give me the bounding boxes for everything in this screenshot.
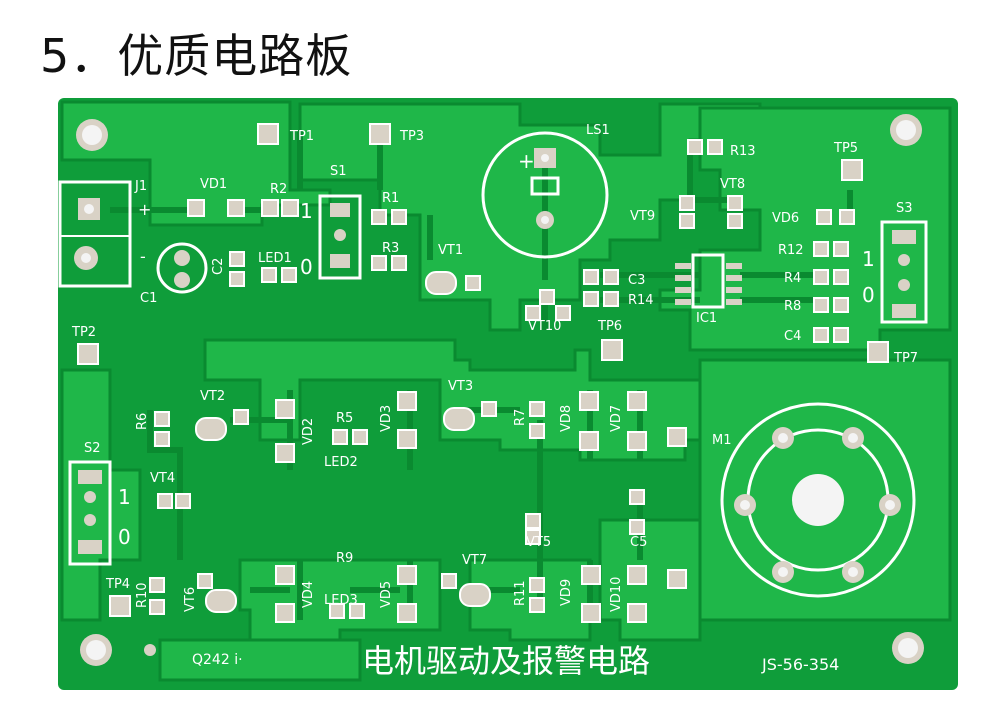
label-r2: R2 <box>270 182 287 197</box>
label-tp7: TP7 <box>893 351 918 366</box>
label-r11: R11 <box>513 580 528 606</box>
label-tp2: TP2 <box>71 325 96 340</box>
label-r8: R8 <box>784 299 801 314</box>
label-vt8: VT8 <box>720 177 745 192</box>
label-s1: S1 <box>330 164 347 179</box>
label-vd6: VD6 <box>772 211 799 226</box>
label-vt7: VT7 <box>462 553 487 568</box>
label-r10: R10 <box>135 582 150 608</box>
mark-s2-zero: 0 <box>118 525 131 549</box>
board-batch: Q242 i· <box>192 652 243 668</box>
label-led2: LED2 <box>324 455 358 470</box>
label-vt4: VT4 <box>150 471 175 486</box>
label-c2: C2 <box>211 258 226 275</box>
label-tp1: TP1 <box>289 129 314 144</box>
mark-s1-zero: 0 <box>300 255 313 279</box>
label-r13: R13 <box>730 144 756 159</box>
label-vt2: VT2 <box>200 389 225 404</box>
label-s2: S2 <box>84 441 101 456</box>
via-hole <box>144 644 156 656</box>
label-r4: R4 <box>784 271 801 286</box>
diode-pads <box>275 391 647 623</box>
label-r1: R1 <box>382 191 399 206</box>
label-c5: C5 <box>630 535 647 550</box>
m1-motor <box>720 402 916 598</box>
c1-capacitor <box>156 242 208 294</box>
label-vd9: VD9 <box>559 579 574 606</box>
label-tp3: TP3 <box>399 129 424 144</box>
switch-pins <box>78 203 916 554</box>
mark-s2-one: 1 <box>118 485 131 509</box>
label-r7: R7 <box>513 409 528 426</box>
test-points <box>77 123 889 617</box>
label-vd2: VD2 <box>301 418 316 445</box>
label-tp5: TP5 <box>833 141 858 156</box>
page-heading: 5．优质电路板 <box>40 29 353 83</box>
switches <box>68 194 928 566</box>
mark-ls1-plus: + <box>518 149 535 173</box>
label-vt6: VT6 <box>183 587 198 612</box>
mark-j1-plus: + <box>138 200 151 219</box>
mark-s3-zero: 0 <box>862 283 875 307</box>
ic1-chip <box>675 253 742 309</box>
label-vt10: VT10 <box>528 319 561 334</box>
label-r6: R6 <box>135 413 150 430</box>
label-tp4: TP4 <box>105 577 130 592</box>
silkscreen-labels: J1 VD1 R2 S1 TP1 TP3 R1 R3 LED1 C1 C2 VT… <box>71 123 918 612</box>
label-vt5: VT5 <box>526 535 551 550</box>
j1-connector <box>58 180 132 288</box>
label-j1: J1 <box>134 179 147 194</box>
label-led1: LED1 <box>258 251 292 266</box>
label-s3: S3 <box>896 201 913 216</box>
label-c3: C3 <box>628 273 645 288</box>
label-ls1: LS1 <box>586 123 610 138</box>
mounting-holes <box>76 114 924 666</box>
label-vt1: VT1 <box>438 243 463 258</box>
label-vd5: VD5 <box>379 581 394 608</box>
label-r5: R5 <box>336 411 353 426</box>
label-vt9: VT9 <box>630 209 655 224</box>
label-c4: C4 <box>784 329 801 344</box>
label-r14: R14 <box>628 293 654 308</box>
label-vd7: VD7 <box>609 405 624 432</box>
board-code: JS-56-354 <box>761 655 839 674</box>
mark-s3-one: 1 <box>862 247 875 271</box>
label-r12: R12 <box>778 243 804 258</box>
label-vd10: VD10 <box>609 577 624 612</box>
label-tp6: TP6 <box>597 319 622 334</box>
silkscreen-marks: + - + 1 0 1 0 1 0 <box>118 149 875 549</box>
label-led3: LED3 <box>324 593 358 608</box>
smd-pads <box>149 139 855 619</box>
label-m1: M1 <box>712 433 732 448</box>
label-vd3: VD3 <box>379 405 394 432</box>
label-r9: R9 <box>336 551 353 566</box>
mark-j1-minus: - <box>140 247 146 266</box>
mark-s1-one: 1 <box>300 199 313 223</box>
label-vd8: VD8 <box>559 405 574 432</box>
label-c1: C1 <box>140 291 157 306</box>
board-title: 电机驱动及报警电路 <box>362 642 650 680</box>
label-vd4: VD4 <box>301 581 316 608</box>
label-vd1: VD1 <box>200 177 227 192</box>
label-r3: R3 <box>382 241 399 256</box>
label-ic1: IC1 <box>696 311 717 326</box>
label-vt3: VT3 <box>448 379 473 394</box>
transistor-pads <box>157 195 743 613</box>
ls1-buzzer <box>481 131 609 259</box>
